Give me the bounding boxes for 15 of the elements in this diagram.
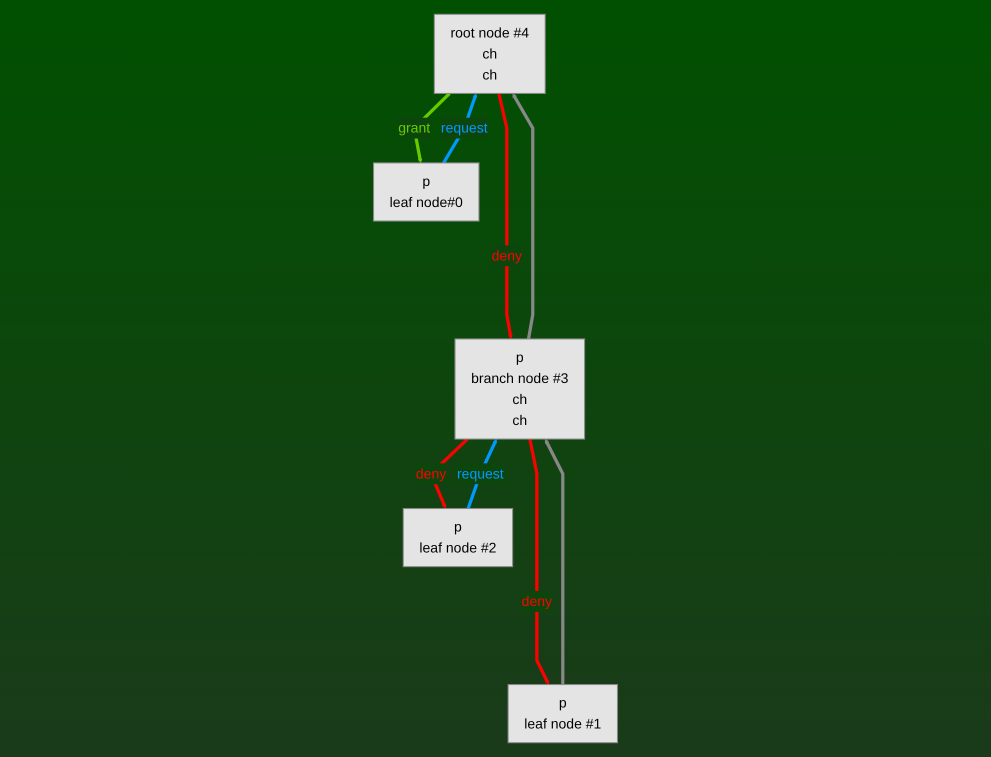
arrow (544, 438, 564, 685)
edge-label: deny (492, 247, 522, 264)
arrow (512, 93, 534, 340)
arrow (497, 93, 513, 340)
node-box: p leaf node #1 (508, 684, 618, 744)
edge-label: grant (398, 120, 430, 136)
arrow (528, 438, 550, 685)
node-box: p leaf node #2 (402, 508, 514, 568)
node-box: p leaf node#0 (372, 162, 480, 222)
node-box: root node #4 ch ch (434, 14, 546, 94)
edge-label: request (440, 120, 488, 136)
edge-label: deny (416, 465, 446, 482)
node-box: p branch node #3 ch ch (454, 338, 586, 440)
edge-label: deny (522, 593, 552, 610)
edge-label: request (456, 465, 504, 482)
